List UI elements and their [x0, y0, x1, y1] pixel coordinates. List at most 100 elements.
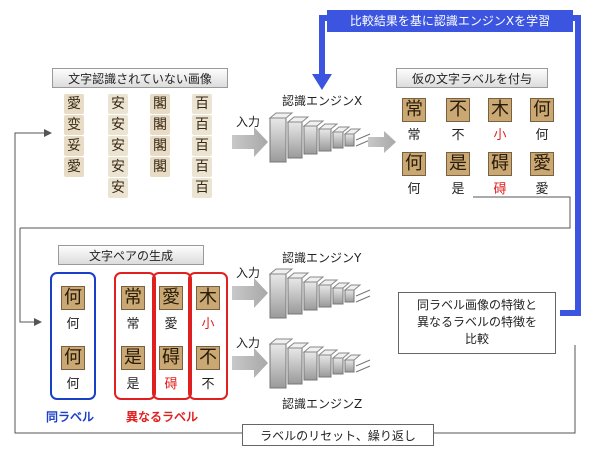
- engine-layer-top: [302, 346, 325, 353]
- reset-box: ラベルのリセット、繰り返し: [242, 424, 434, 446]
- provisional-glyph-image: 何: [530, 98, 554, 122]
- unrecognized-glyph-image: 安: [108, 157, 128, 177]
- unrecognized-glyph-image: 变: [64, 115, 84, 135]
- engine-output-ticks: [355, 133, 371, 147]
- engine-output-ticks: [355, 359, 371, 373]
- engine-layer-top: [268, 268, 294, 275]
- engine-layer-top: [286, 342, 310, 349]
- pairs-title: 文字ペアの生成: [58, 245, 204, 265]
- unrecognized-glyph-image: 安: [108, 94, 128, 114]
- compare-line-3: 比較: [464, 332, 489, 346]
- unrecognized-title: 文字認識されていない画像: [52, 68, 228, 88]
- provisional-to-pairs-line: [20, 196, 571, 229]
- diff-label-caption: 異なるラベル: [126, 410, 199, 424]
- engine-layer-block: [287, 277, 303, 315]
- provisional-label: 何: [407, 182, 421, 197]
- unrecognized-glyph-image: 愛: [64, 157, 84, 177]
- diff-label-glyph-image: 常: [121, 286, 145, 310]
- engine-layer-top: [343, 128, 362, 135]
- input-label-x: 入力: [236, 115, 261, 129]
- compare-box: 同ラベル画像の特徴と 異なるラベルの特徴を 比較: [398, 292, 556, 354]
- engine-layer-block: [332, 287, 344, 305]
- diff-label-glyph-image: 木: [196, 286, 220, 310]
- input-arrow-y: [232, 278, 268, 308]
- diff-label-caption-char: 小: [201, 317, 215, 332]
- unrecognized-glyph-image: 閣: [150, 94, 170, 114]
- engine-layer-top: [302, 120, 325, 127]
- engine-layer-top: [286, 116, 310, 123]
- provisional-label: 是: [451, 182, 465, 197]
- same-label-group: [50, 272, 96, 400]
- same-label-glyph-image: 何: [61, 286, 85, 310]
- provisional-glyph-image: 常: [402, 98, 426, 122]
- provisional-title: 仮の文字ラベルを付与: [396, 68, 548, 88]
- engine-layer-block: [332, 131, 344, 149]
- same-label-glyph-image: 何: [61, 346, 85, 370]
- diff-label-glyph-image: 不: [196, 346, 220, 370]
- output-arrow-x: [368, 131, 396, 153]
- engine-y-label: 認識エンジンY: [282, 251, 362, 265]
- engine-z-icon: [268, 338, 371, 389]
- unrecognized-glyph-image: 閣: [150, 136, 170, 156]
- engine-layer-top: [331, 352, 351, 359]
- diff-label-group-3: [188, 272, 228, 400]
- provisional-label: 常: [407, 128, 421, 143]
- engine-layer-block: [269, 273, 287, 319]
- engine-layer-top: [286, 272, 310, 279]
- provisional-label: 何: [535, 128, 549, 143]
- engine-layer-block: [287, 347, 303, 385]
- engine-layer-block: [287, 121, 303, 159]
- engine-layer-top: [343, 354, 362, 361]
- provisional-label: 不: [451, 128, 465, 143]
- input-arrow-x: [232, 127, 268, 157]
- engine-layer-top: [317, 349, 339, 356]
- diff-label-caption-char: 碍: [164, 377, 178, 392]
- diff-label-glyph-image: 愛: [159, 286, 183, 310]
- diff-label-caption-char: 愛: [164, 317, 178, 332]
- learning-loop-title: 比較結果を基に認識エンジンXを学習: [327, 10, 573, 32]
- unrecognized-glyph-image: 百: [192, 178, 212, 198]
- engine-layer-top: [317, 279, 339, 286]
- engine-layer-top: [268, 338, 294, 345]
- unrecognized-glyph-image: 愛: [64, 94, 84, 114]
- engine-layer-top: [302, 276, 325, 283]
- engine-layer-block: [269, 343, 287, 389]
- engine-x-icon: [268, 112, 371, 163]
- engine-z-label: 認識エンジンZ: [282, 397, 363, 411]
- provisional-label: 碍: [493, 182, 507, 197]
- engine-layer-top: [331, 126, 351, 133]
- same-label-caption-char: 何: [66, 317, 80, 332]
- provisional-glyph-image: 碍: [488, 152, 512, 176]
- input-label-z: 入力: [236, 336, 261, 350]
- unrecognized-glyph-image: 百: [192, 115, 212, 135]
- compare-line-1: 同ラベル画像の特徴と: [416, 298, 537, 312]
- diff-label-group-1: [114, 272, 156, 400]
- provisional-glyph-image: 是: [446, 152, 470, 176]
- unrecognized-glyph-image: 安: [108, 115, 128, 135]
- input-label-y: 入力: [236, 266, 261, 280]
- engine-layer-block: [269, 117, 287, 163]
- engine-layer-block: [332, 357, 344, 375]
- engine-layer-block: [318, 354, 332, 378]
- diff-label-glyph-image: 碍: [159, 346, 183, 370]
- diff-label-caption-char: 不: [201, 377, 215, 392]
- unrecognized-glyph-image: 閣: [150, 157, 170, 177]
- engine-layer-top: [343, 284, 362, 291]
- unrecognized-glyph-image: 百: [192, 94, 212, 114]
- provisional-glyph-image: 愛: [530, 152, 554, 176]
- unrecognized-glyph-image: 妥: [64, 136, 84, 156]
- engine-layer-block: [318, 128, 332, 152]
- engine-layer-top: [331, 282, 351, 289]
- provisional-glyph-image: 木: [488, 98, 512, 122]
- diff-label-glyph-image: 是: [121, 346, 145, 370]
- diff-label-caption-char: 是: [126, 377, 140, 392]
- learning-loop-arrowhead: [312, 74, 332, 90]
- provisional-glyph-image: 何: [402, 152, 426, 176]
- engine-layer-block: [303, 351, 318, 381]
- provisional-label: 愛: [535, 182, 549, 197]
- engine-x-label: 認識エンジンX: [282, 94, 363, 108]
- engine-layer-block: [344, 133, 355, 147]
- unrecognized-glyph-image: 安: [108, 136, 128, 156]
- diff-label-group-2: [152, 272, 192, 400]
- diff-label-caption-char: 常: [126, 317, 140, 332]
